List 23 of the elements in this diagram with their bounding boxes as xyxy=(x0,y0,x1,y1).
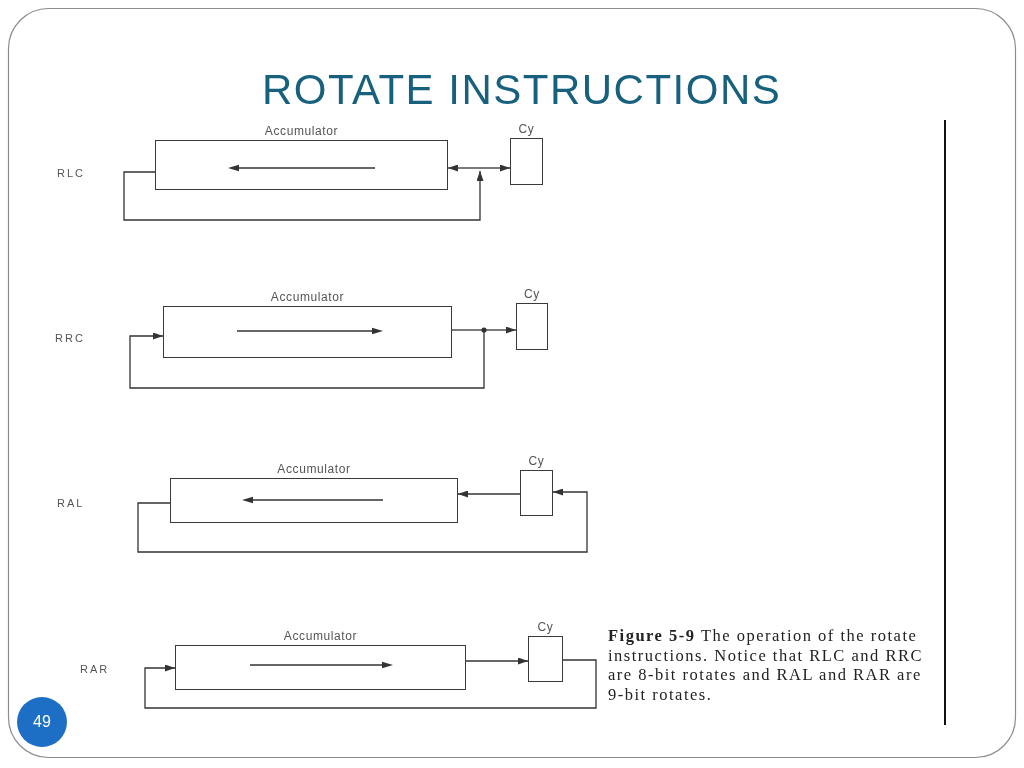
register-label: Accumulator xyxy=(270,290,345,304)
instruction-label: RAR xyxy=(80,663,110,676)
page-number-badge: 49 xyxy=(17,697,67,747)
instruction-label: RAL xyxy=(57,497,85,510)
arrow xyxy=(465,657,529,665)
register-label: Accumulator xyxy=(264,124,339,138)
arrow xyxy=(457,490,521,498)
register-label: Cy xyxy=(528,454,545,468)
arrow xyxy=(144,659,597,709)
arrow xyxy=(129,329,485,389)
register-label: Accumulator xyxy=(277,462,351,476)
register-label: Cy xyxy=(524,287,540,301)
connector-line xyxy=(451,327,487,333)
instruction-label: RRC xyxy=(55,332,85,345)
instruction-label: RLC xyxy=(57,167,85,180)
register-label: Cy xyxy=(518,122,535,136)
arrow xyxy=(483,326,517,334)
figure-caption: Figure 5-9 The operation of the rotate instructions. Notice that RLC and RRC are 8-bit rotates and RAL and RAR are 9-bit rotates. xyxy=(608,626,924,704)
register-label: Accumulator xyxy=(283,629,358,643)
slide-title: ROTATE INSTRUCTIONS xyxy=(262,66,782,114)
arrow xyxy=(447,164,481,172)
register-label: Cy xyxy=(537,620,554,634)
arrow xyxy=(137,488,588,553)
